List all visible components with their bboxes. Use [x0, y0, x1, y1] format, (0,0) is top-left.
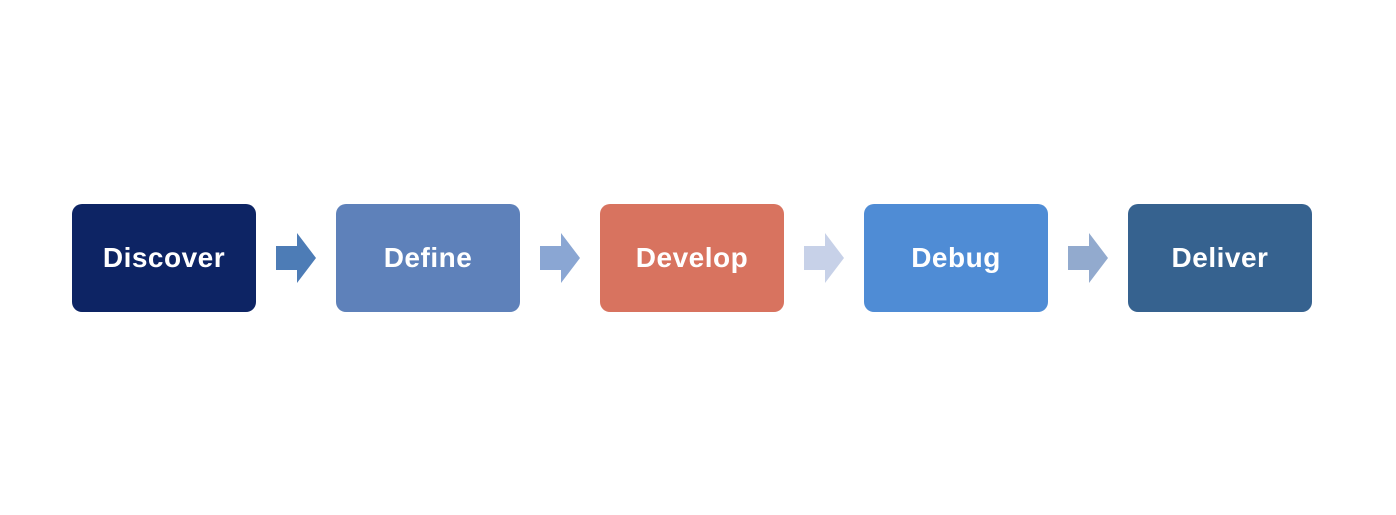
arrow-right-icon: [540, 232, 580, 283]
flow-row: Discover Define Develop Debug Deliver: [72, 0, 1312, 515]
stage-deliver-label: Deliver: [1171, 241, 1269, 273]
stage-debug-label: Debug: [911, 241, 1001, 273]
stage-develop-label: Develop: [635, 241, 749, 273]
arrow-right-icon: [1068, 232, 1108, 283]
stage-deliver: Deliver: [1128, 203, 1312, 312]
arrow-right-icon: [804, 232, 844, 283]
arrow-right-icon: [276, 232, 316, 283]
stage-define-label: Define: [383, 241, 473, 273]
stage-debug: Debug: [864, 203, 1048, 312]
stage-discover: Discover: [72, 203, 256, 312]
stage-define: Define: [336, 203, 520, 312]
stage-develop: Develop: [600, 203, 784, 312]
stage-discover-label: Discover: [102, 241, 226, 273]
